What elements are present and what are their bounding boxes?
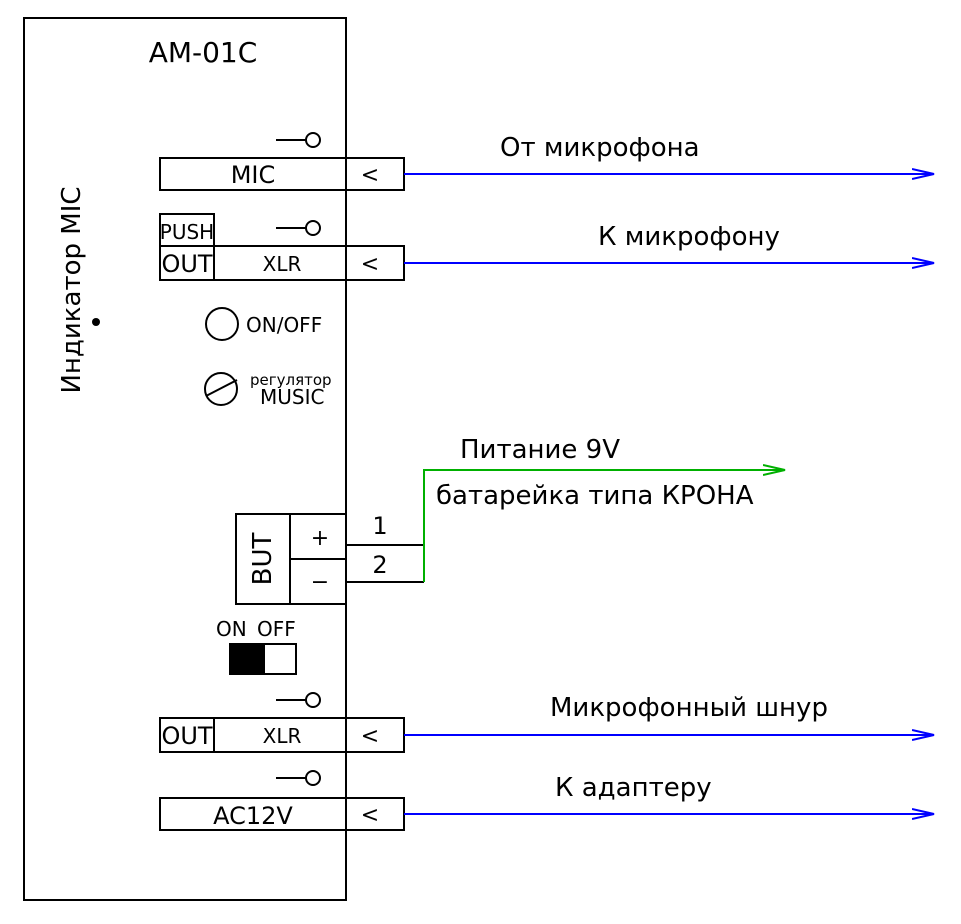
wire-power-label: Питание 9V xyxy=(460,435,620,465)
push-label: PUSH xyxy=(160,220,214,244)
chevron-left-icon: < xyxy=(361,724,379,749)
mic-connector[interactable]: MIC < xyxy=(159,132,405,191)
connector-label: AC12V xyxy=(213,802,293,830)
connector-label: MIC xyxy=(231,161,276,189)
power-button[interactable]: ON/OFF xyxy=(205,307,322,341)
chevron-left-icon: < xyxy=(361,252,379,277)
chevron-left-icon: < xyxy=(361,163,379,188)
wire-mic-cord-label: Микрофонный шнур xyxy=(550,693,828,723)
battery-plus: + xyxy=(311,526,329,551)
power-switch[interactable]: ON OFF xyxy=(216,617,297,675)
regulator-label: регулятор xyxy=(250,371,332,389)
pin-2-label: 2 xyxy=(372,551,387,579)
power-button-icon xyxy=(205,307,239,341)
indicator-dot xyxy=(92,318,100,326)
wire-power-label-2: батарейка типа КРОНА xyxy=(436,481,754,511)
jack-icon xyxy=(305,770,321,786)
xlr-out-bottom-connector[interactable]: OUT XLR < xyxy=(159,692,405,753)
battery-minus: − xyxy=(311,570,329,595)
xlr-out-top-connector[interactable]: PUSH OUT XLR < xyxy=(159,213,405,281)
wire-power xyxy=(423,470,785,582)
switch-on-label: ON xyxy=(216,617,247,641)
power-button-label: ON/OFF xyxy=(246,313,322,337)
jack-icon xyxy=(305,132,321,148)
wire-from-mic-label: От микрофона xyxy=(500,133,700,163)
connector-label: XLR xyxy=(263,724,302,748)
indicator-label: Индикатор MIC xyxy=(57,186,87,393)
pin-1-label: 1 xyxy=(372,512,387,540)
wire-to-adapter-label: К адаптеру xyxy=(555,773,712,803)
connector-label: XLR xyxy=(263,252,302,276)
jack-icon xyxy=(305,220,321,236)
regulator-sub-label: MUSIC xyxy=(260,385,324,409)
switch-knob xyxy=(230,644,265,674)
ac12v-connector[interactable]: AC12V < xyxy=(159,770,405,831)
wire-to-mic-label: К микрофону xyxy=(598,222,780,252)
out-label: OUT xyxy=(161,722,212,750)
battery-terminal: BUT + − 1 2 xyxy=(235,512,424,605)
battery-block-label: BUT xyxy=(248,533,278,586)
out-label: OUT xyxy=(161,250,212,278)
jack-icon xyxy=(305,692,321,708)
chevron-left-icon: < xyxy=(361,803,379,828)
model-label: AM-01C xyxy=(149,36,258,69)
knob-icon xyxy=(204,372,238,406)
device-body xyxy=(23,17,347,901)
switch-off-label: OFF xyxy=(257,617,296,641)
music-regulator[interactable]: регулятор MUSIC xyxy=(204,371,332,409)
